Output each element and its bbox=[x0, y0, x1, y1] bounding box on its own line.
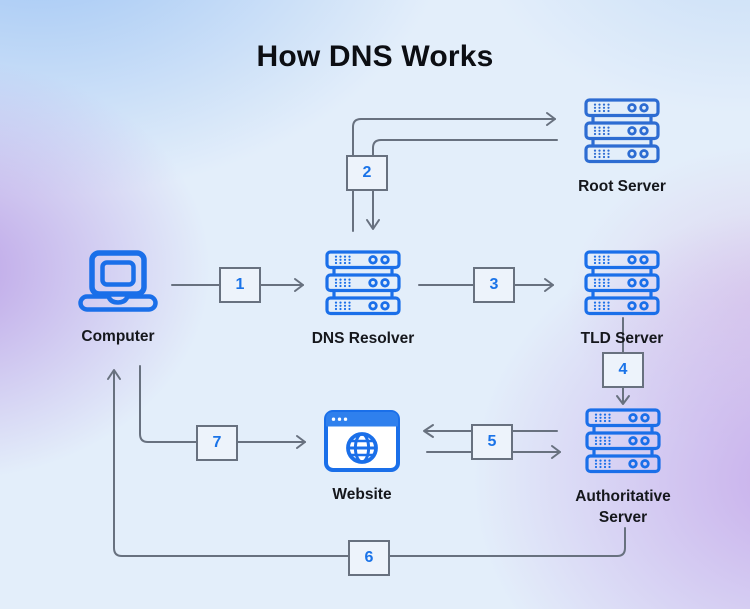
arrow-2-response-line bbox=[372, 139, 558, 229]
step-3-box: 3 bbox=[473, 267, 515, 303]
node-computer: Computer bbox=[38, 250, 198, 348]
server-stack-icon bbox=[283, 250, 443, 316]
step-2-number: 2 bbox=[362, 164, 372, 181]
arrow-7-head-right bbox=[296, 435, 306, 449]
node-label-tld-server: TLD Server bbox=[580, 330, 664, 347]
node-label-authoritative-server: Authoritative Server bbox=[575, 488, 671, 526]
step-7-box: 7 bbox=[196, 425, 238, 461]
node-website: Website bbox=[282, 410, 442, 506]
arrow-5-head-left bbox=[423, 424, 434, 438]
arrow-6-head-up bbox=[107, 369, 121, 380]
page-title: How DNS Works bbox=[256, 40, 494, 73]
step-4-box: 4 bbox=[602, 352, 644, 388]
node-label-website: Website bbox=[332, 486, 392, 503]
laptop-icon bbox=[38, 250, 198, 314]
step-1-box: 1 bbox=[219, 267, 261, 303]
server-stack-icon bbox=[542, 98, 702, 164]
browser-globe-icon bbox=[282, 410, 442, 472]
step-5-box: 5 bbox=[471, 424, 513, 460]
server-stack-icon bbox=[542, 250, 702, 316]
node-label-root-server: Root Server bbox=[578, 178, 666, 195]
step-1-number: 1 bbox=[235, 276, 245, 293]
node-label-dns-resolver: DNS Resolver bbox=[311, 330, 415, 347]
step-6-box: 6 bbox=[348, 540, 390, 576]
arrow-4-head-down bbox=[616, 395, 630, 405]
arrow-3-head-right bbox=[544, 278, 554, 292]
arrow-2-head-right bbox=[546, 112, 556, 126]
step-2-box: 2 bbox=[346, 155, 388, 191]
arrow-5-head-right bbox=[551, 445, 561, 459]
step-4-number: 4 bbox=[618, 361, 628, 378]
arrow-1-head-right bbox=[294, 278, 304, 292]
node-root-server: Root Server bbox=[542, 98, 702, 198]
step-7-number: 7 bbox=[212, 434, 222, 451]
arrow-2-head-down bbox=[366, 219, 380, 230]
node-authoritative-server: Authoritative Server bbox=[543, 408, 703, 529]
node-tld-server: TLD Server bbox=[542, 250, 702, 350]
server-stack-icon bbox=[543, 408, 703, 474]
step-6-number: 6 bbox=[364, 549, 374, 566]
node-dns-resolver: DNS Resolver bbox=[283, 250, 443, 350]
arrow-7-line bbox=[139, 365, 306, 443]
step-3-number: 3 bbox=[489, 276, 499, 293]
arrow-2-query-line bbox=[352, 118, 556, 232]
step-5-number: 5 bbox=[487, 433, 497, 450]
node-label-computer: Computer bbox=[81, 328, 155, 345]
